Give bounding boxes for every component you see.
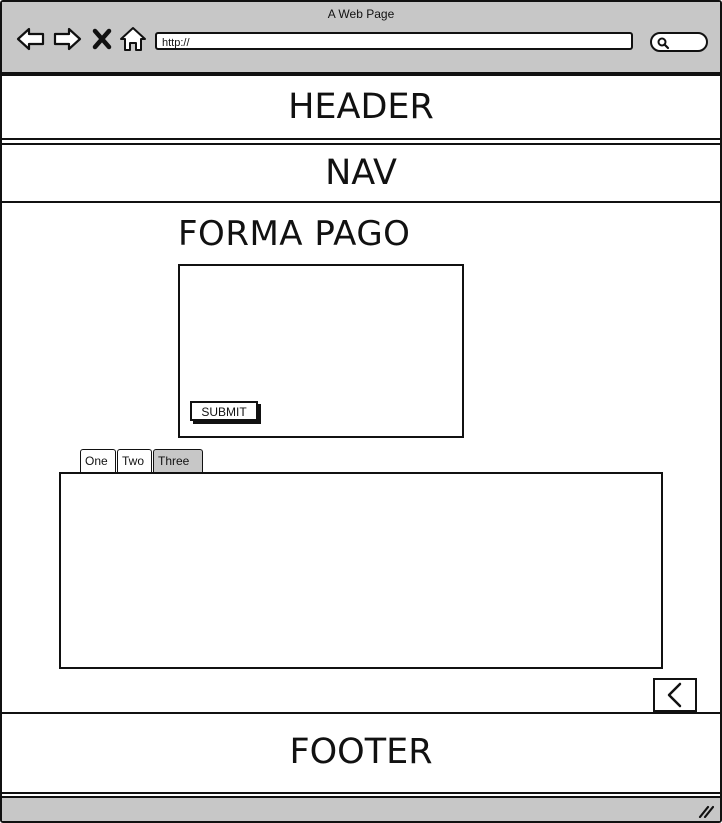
tab-two[interactable]: Two <box>117 449 152 473</box>
window-title: A Web Page <box>327 7 395 21</box>
home-icon[interactable] <box>118 24 148 54</box>
tab-one[interactable]: One <box>80 449 116 473</box>
chevron-left-icon <box>667 682 682 708</box>
page-footer: FOOTER <box>2 712 720 794</box>
resize-grip-icon[interactable] <box>696 804 714 818</box>
payment-form: SUBMIT <box>178 264 464 438</box>
browser-toolbar: A Web Page http:// <box>2 2 720 74</box>
tab-panel <box>59 472 663 669</box>
page-header: HEADER <box>2 74 720 140</box>
nav-label: NAV <box>325 153 397 193</box>
forward-arrow-icon[interactable] <box>52 24 82 54</box>
form-title: FORMA PAGO <box>178 214 411 254</box>
tab-three[interactable]: Three <box>153 449 203 473</box>
submit-button[interactable]: SUBMIT <box>190 401 258 421</box>
page-nav: NAV <box>2 143 720 203</box>
search-field[interactable] <box>650 32 708 52</box>
back-arrow-icon[interactable] <box>16 24 46 54</box>
url-field[interactable]: http:// <box>155 32 633 50</box>
header-label: HEADER <box>288 87 434 127</box>
footer-label: FOOTER <box>289 732 433 772</box>
status-bar <box>2 796 720 821</box>
back-button[interactable] <box>653 678 697 712</box>
search-icon <box>657 37 670 50</box>
close-icon[interactable] <box>90 24 114 54</box>
